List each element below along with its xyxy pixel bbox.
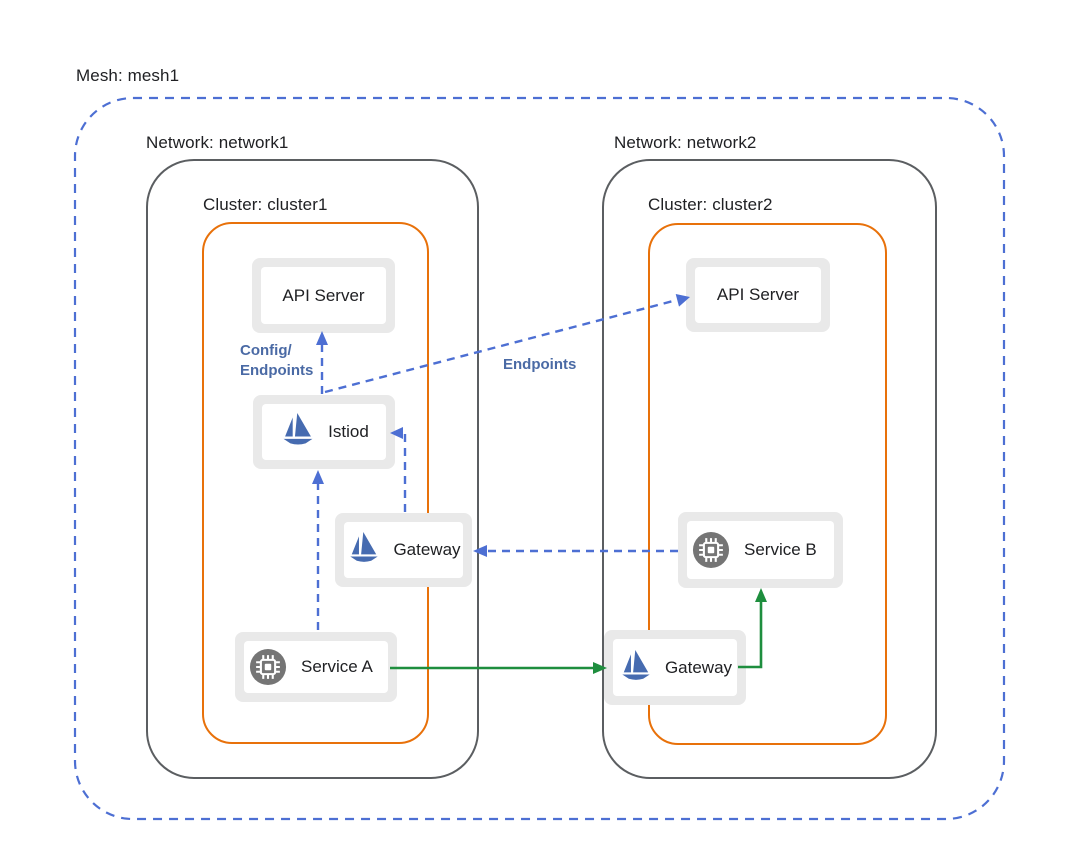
cluster1-label: Cluster: cluster1 xyxy=(203,195,328,214)
network2-label: Network: network2 xyxy=(614,133,757,152)
gateway-cluster2-label: Gateway xyxy=(664,657,733,677)
api-server-cluster1-label: API Server xyxy=(282,285,365,305)
mesh-label: Mesh: mesh1 xyxy=(76,66,180,85)
node-api-server-cluster2: API Server xyxy=(686,258,830,332)
api-server-cluster2-label: API Server xyxy=(716,285,800,304)
edge-label-config-endpoints: Config/ Endpoints xyxy=(240,342,314,379)
edge-label-endpoints: Endpoints xyxy=(503,356,577,373)
compute-chip-icon xyxy=(692,531,730,569)
node-service-b: Service B xyxy=(678,512,843,588)
node-gateway-cluster2: Gateway xyxy=(604,630,746,705)
gateway-cluster1-label: Gateway xyxy=(393,540,461,559)
service-b-label: Service B xyxy=(744,540,817,559)
istio-sail-icon xyxy=(350,532,379,562)
istio-sail-icon xyxy=(283,413,313,445)
istio-sail-icon xyxy=(622,649,650,680)
network1-label: Network: network1 xyxy=(146,133,289,152)
istiod-label: Istiod xyxy=(328,422,369,441)
cluster2-label: Cluster: cluster2 xyxy=(648,195,773,214)
compute-chip-icon xyxy=(249,648,287,686)
node-api-server-cluster1: API Server xyxy=(252,258,395,333)
node-service-a: Service A xyxy=(235,632,397,702)
service-a-label: Service A xyxy=(301,657,373,676)
node-istiod: Istiod xyxy=(253,395,395,469)
node-gateway-cluster1: Gateway xyxy=(335,513,472,587)
